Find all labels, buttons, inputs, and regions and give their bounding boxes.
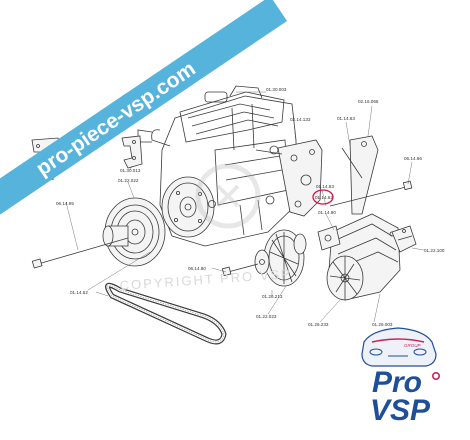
callout-label: 01.30.003 — [266, 87, 287, 92]
drive-pulley — [102, 197, 166, 267]
callout-label: 01.14.52 — [70, 290, 88, 295]
highlight-ring — [312, 189, 334, 205]
long-bolt-left — [31, 237, 129, 269]
callout-label: 06.14.80 — [188, 266, 206, 271]
leader-lines — [43, 91, 425, 323]
callout-label: 02.16.066 — [358, 99, 379, 104]
logo-line1: Pro — [372, 366, 422, 399]
stud-bolts — [255, 147, 413, 207]
callout-label: 02.14.133 — [290, 117, 311, 122]
logo-line2: VSP — [370, 394, 431, 427]
callout-label: 01.14.63 — [337, 116, 355, 121]
callout-label: 01.14.62 — [315, 195, 333, 200]
engine-pulley — [161, 176, 216, 238]
callout-label: 06.14.66 — [404, 156, 422, 161]
provsp-logo: GROUP Pro VSP — [361, 327, 440, 427]
callout-label: 01.26.213 — [262, 294, 283, 299]
clutch-assembly — [317, 213, 401, 301]
car-silhouette-icon — [361, 327, 437, 367]
bracket-right — [121, 135, 143, 169]
tension-arm — [349, 135, 379, 215]
short-bolt — [221, 263, 259, 277]
driven-pulley — [254, 229, 307, 287]
callout-label: 01.14.90 — [318, 210, 336, 215]
callout-label: 01.14.63 — [316, 184, 334, 189]
callout-label: 01.22.100 — [424, 248, 445, 253]
callout-label: 01.22.022 — [118, 178, 139, 183]
right-mount — [391, 225, 417, 253]
watermark-emblem — [195, 163, 261, 229]
callout-label: 01.22.023 — [256, 314, 277, 319]
callout-label: 01.26.003 — [372, 322, 393, 327]
website-banner: pro-piece-vsp.com — [0, 0, 288, 217]
support-plate — [277, 139, 323, 217]
logo-accent-dot — [431, 371, 440, 380]
callout-label: 01.30.013 — [120, 168, 141, 173]
callout-label: 06.14.95 — [56, 201, 74, 206]
callout-label: 01.26.233 — [308, 322, 329, 327]
logo-tag: GROUP — [404, 343, 421, 348]
drive-belt — [105, 282, 227, 345]
